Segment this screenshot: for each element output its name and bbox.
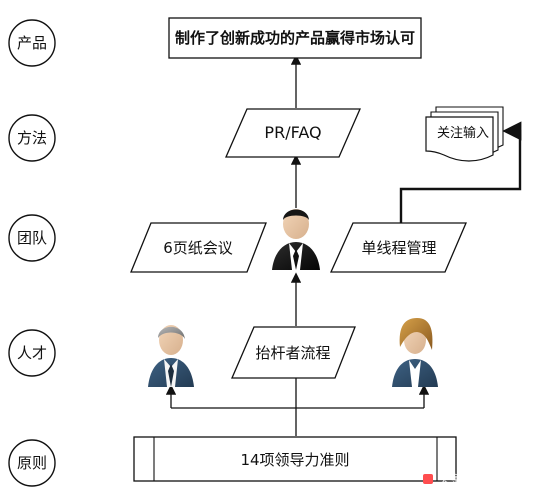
left-talent-tie: [168, 364, 174, 387]
level-talent-circle: [8, 329, 56, 377]
level-column: 产品 方法 团队 人才 原则: [8, 19, 56, 487]
level-team-label: 团队: [17, 229, 47, 247]
team-person-icon: [272, 209, 320, 270]
level-method-circle: [8, 114, 56, 162]
team-person-hair: [283, 209, 309, 220]
focus-input-text: 关注输入: [437, 125, 489, 141]
principles-text: 14项领导力准则: [240, 451, 349, 469]
level-team-circle: [8, 214, 56, 262]
right-talent-blouse: [409, 360, 421, 387]
bar-raiser-node: 抬杆者流程: [231, 326, 356, 379]
right-talent-person-icon: [392, 318, 438, 387]
level-principles-circle: [8, 439, 56, 487]
watermark-logo: [423, 474, 433, 484]
bar-raiser-text: 抬杆者流程: [255, 344, 330, 362]
left-talent-person-icon: [148, 325, 194, 387]
single-thread-text: 单线程管理: [361, 239, 436, 257]
single-thread-box: [329, 222, 467, 273]
right-talent-hair: [399, 318, 433, 350]
level-talent: 人才: [8, 329, 56, 377]
prfaq-node: PR/FAQ: [225, 108, 361, 158]
six-pager-text: 6页纸会议: [163, 239, 233, 257]
team-person-face: [283, 209, 309, 239]
principles-node: 14项领导力准则: [133, 436, 457, 482]
level-product-label: 产品: [17, 34, 47, 52]
level-principles: 原则: [8, 439, 56, 487]
team-person-tie: [293, 249, 299, 270]
goal-text: 制作了创新成功的产品赢得市场认可: [175, 29, 415, 47]
goal-box: [168, 17, 422, 59]
focus-input-node: 关注输入: [425, 106, 504, 162]
level-method-label: 方法: [17, 129, 47, 147]
level-product: 产品: [8, 19, 56, 67]
prfaq-box: [225, 108, 361, 158]
watermark-badge: 头条 @涛涛护: [423, 471, 514, 486]
level-principles-label: 原则: [17, 454, 47, 472]
watermark-text: 头条 @涛涛护: [438, 471, 514, 486]
bar-raiser-box: [231, 326, 356, 379]
level-product-circle: [8, 19, 56, 67]
left-talent-hair: [158, 326, 185, 339]
level-talent-label: 人才: [17, 344, 47, 362]
main-connectors: [165, 54, 522, 436]
six-pager-box: [130, 222, 267, 273]
level-team: 团队: [8, 214, 56, 262]
principles-box: [133, 436, 457, 482]
six-pager-node: 6页纸会议: [130, 222, 267, 273]
goal-node: 制作了创新成功的产品赢得市场认可: [168, 17, 422, 59]
prfaq-text: PR/FAQ: [264, 123, 321, 142]
single-thread-node: 单线程管理: [329, 222, 467, 273]
level-method: 方法: [8, 114, 56, 162]
focus-input-front-sheet: [425, 116, 494, 162]
